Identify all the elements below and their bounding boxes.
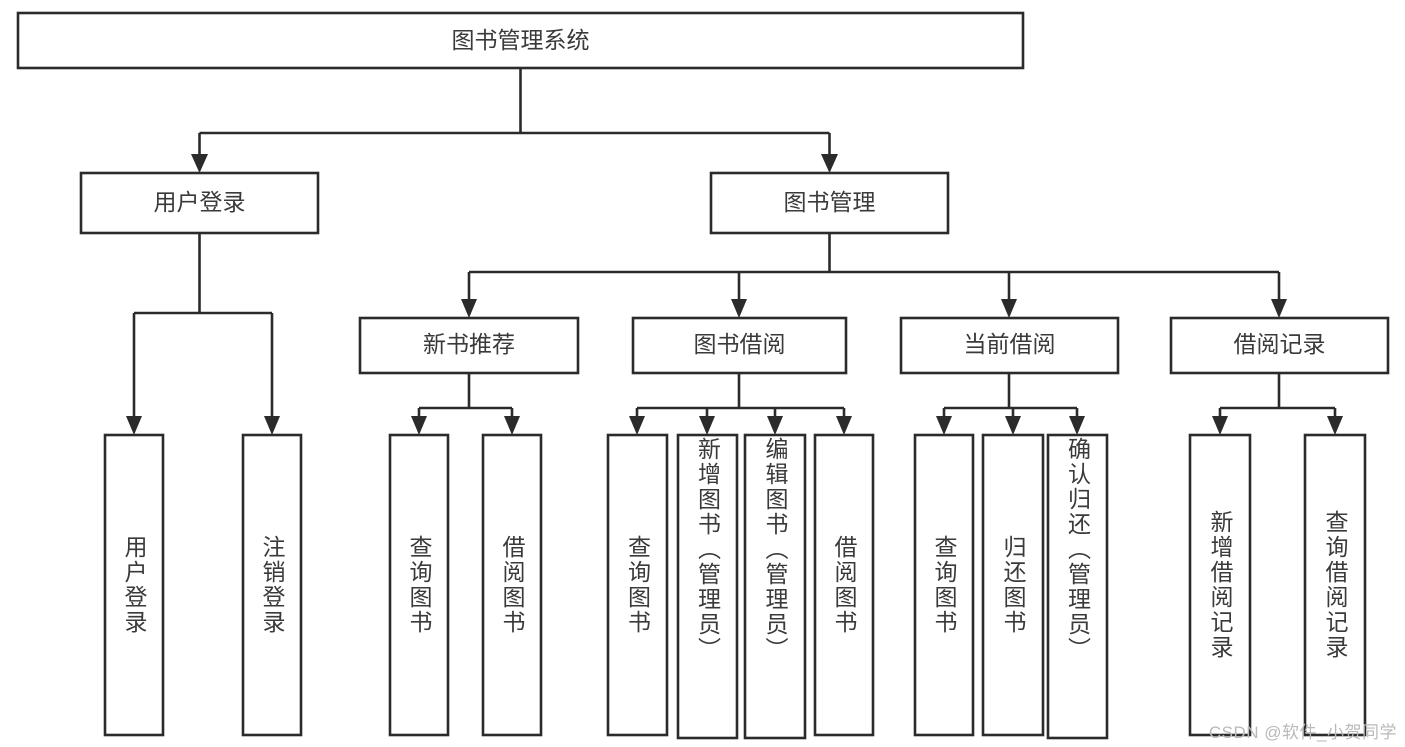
arrow-head-records-leaf-2	[1327, 416, 1343, 435]
node-current-borrow-label: 当前借阅	[964, 331, 1056, 357]
node-new-book-recommend-box[interactable]	[358, 316, 580, 375]
node-book-borrow-label: 图书借阅	[694, 331, 786, 357]
connector-group-newbooks-to-leaves	[411, 373, 520, 435]
leaf-box-borrow-books-newrec[interactable]	[481, 433, 543, 737]
arrow-head-newbooks-leaf-2	[504, 416, 520, 435]
leaf-box-query-books-current[interactable]	[913, 433, 975, 737]
connector-group-current-to-leaves	[936, 373, 1085, 435]
node-book-management[interactable]: 图书管理	[709, 171, 950, 235]
node-new-book-recommend-label: 新书推荐	[423, 331, 515, 357]
leaf-box-return-books[interactable]	[981, 433, 1045, 737]
arrow-head-current-leaf-3	[1069, 416, 1085, 435]
leaf-box-add-borrow-record[interactable]	[1188, 433, 1252, 737]
node-current-borrow-box[interactable]	[899, 316, 1120, 375]
arrow-head-records	[1271, 299, 1287, 318]
node-root-system-box[interactable]	[16, 11, 1025, 70]
leaf-box-confirm-return-admin[interactable]	[1046, 433, 1109, 740]
node-borrow-records[interactable]: 借阅记录	[1169, 316, 1390, 375]
arrow-head-borrow	[731, 299, 747, 318]
arrow-head-user-login	[191, 154, 208, 173]
leaf-box-borrow-books[interactable]	[813, 433, 875, 737]
node-book-management-box[interactable]	[709, 171, 950, 235]
arrow-head-leaf-user-login	[126, 416, 142, 435]
connector-group-root-to-level2	[191, 68, 838, 173]
leaf-box-edit-book-admin[interactable]	[743, 433, 807, 740]
arrow-head-newbooks	[461, 299, 477, 318]
node-user-login-box[interactable]	[79, 171, 320, 235]
node-user-login[interactable]: 用户登录	[79, 171, 320, 235]
connector-group-borrow-to-leaves	[629, 373, 852, 435]
arrow-head-current	[1001, 299, 1017, 318]
arrow-head-borrow-leaf-1	[629, 416, 645, 435]
arrow-head-borrow-leaf-4	[836, 416, 852, 435]
leaf-box-query-borrow-record[interactable]	[1303, 433, 1367, 737]
arrow-head-borrow-leaf-3	[767, 416, 783, 435]
connector-group-userlogin-to-leaves	[126, 233, 280, 435]
connector-group-records-to-leaves	[1212, 373, 1343, 435]
arrow-head-borrow-leaf-2	[699, 416, 715, 435]
node-root-system-label: 图书管理系统	[452, 27, 590, 53]
node-current-borrow[interactable]: 当前借阅	[899, 316, 1120, 375]
arrow-head-leaf-logout	[264, 416, 280, 435]
node-borrow-records-box[interactable]	[1169, 316, 1390, 375]
leaf-box-logout[interactable]	[241, 433, 303, 737]
leaf-box-add-book-admin[interactable]	[676, 433, 739, 740]
node-user-login-label: 用户登录	[154, 189, 246, 215]
node-book-borrow-box[interactable]	[631, 316, 848, 375]
leaf-node-group	[103, 433, 1367, 740]
node-book-management-label: 图书管理	[784, 189, 876, 215]
connector-group-bookmgmt-to-level3	[461, 233, 1287, 318]
leaf-box-query-books-newrec[interactable]	[388, 433, 450, 737]
node-root-system[interactable]: 图书管理系统	[16, 11, 1025, 70]
leaf-box-query-books-borrow[interactable]	[606, 433, 669, 737]
csdn-watermark: CSDN @软件_小贺同学	[1208, 723, 1397, 742]
arrow-head-records-leaf-1	[1212, 416, 1228, 435]
arrow-head-current-leaf-1	[936, 416, 952, 435]
arrow-head-current-leaf-2	[1005, 416, 1021, 435]
arrow-head-newbooks-leaf-1	[411, 416, 427, 435]
node-book-borrow[interactable]: 图书借阅	[631, 316, 848, 375]
node-borrow-records-label: 借阅记录	[1234, 331, 1326, 357]
node-new-book-recommend[interactable]: 新书推荐	[358, 316, 580, 375]
leaf-box-user-login[interactable]	[103, 433, 165, 737]
arrow-head-book-mgmt	[821, 154, 838, 173]
